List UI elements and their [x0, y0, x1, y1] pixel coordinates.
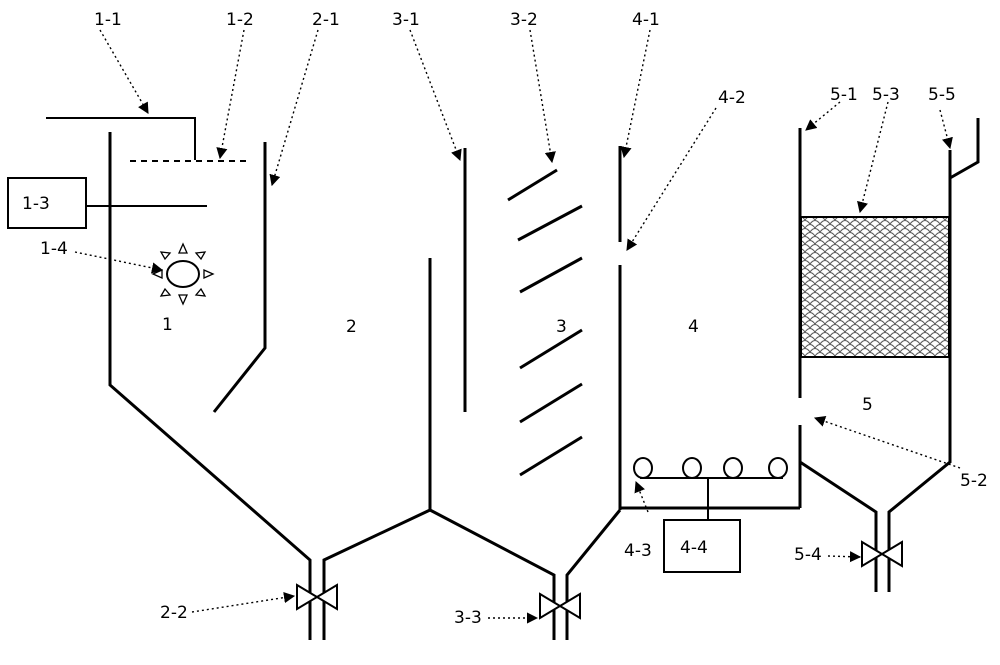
- label-1-4: 1-4: [40, 239, 68, 259]
- label-4-4: 4-4: [680, 538, 708, 558]
- label-5-2: 5-2: [960, 471, 988, 491]
- label-5-1: 5-1: [830, 85, 858, 105]
- zone-2: 2: [346, 317, 357, 337]
- label-4-3: 4-3: [624, 541, 652, 561]
- label-5-4: 5-4: [794, 545, 822, 565]
- blower-box-4-4: [663, 519, 741, 573]
- label-4-1: 4-1: [632, 10, 660, 30]
- tank-3-shell: [429, 508, 622, 640]
- zone-1: 1: [162, 315, 173, 335]
- valve-5-4: [861, 540, 903, 568]
- baffle-2-1: [212, 142, 267, 413]
- filter-media-5-3: [800, 216, 950, 358]
- label-3-1: 3-1: [392, 10, 420, 30]
- valve-2-2: [296, 583, 338, 611]
- label-5-3: 5-3: [872, 85, 900, 105]
- label-3-2: 3-2: [510, 10, 538, 30]
- inclined-plates-3-2: [507, 168, 583, 477]
- leader-lines: [74, 29, 961, 624]
- inlet-pipe: [46, 117, 196, 160]
- label-1-1: 1-1: [94, 10, 122, 30]
- label-2-2: 2-2: [160, 603, 188, 623]
- label-3-3: 3-3: [454, 608, 482, 628]
- controller-box-1-3: [7, 177, 87, 229]
- zone-5: 5: [862, 395, 873, 415]
- label-2-1: 2-1: [312, 10, 340, 30]
- aeration-pipe-4-3: [633, 457, 788, 520]
- label-1-3: 1-3: [22, 194, 50, 214]
- tank-1-shell: [108, 132, 432, 640]
- label-1-2: 1-2: [226, 10, 254, 30]
- aerator-1-4: [151, 242, 215, 306]
- tank-4-wall: [618, 146, 800, 510]
- zone-4: 4: [688, 317, 699, 337]
- valve-3-3: [539, 592, 581, 620]
- label-5-5: 5-5: [928, 85, 956, 105]
- label-4-2: 4-2: [718, 88, 746, 108]
- zone-3: 3: [556, 317, 567, 337]
